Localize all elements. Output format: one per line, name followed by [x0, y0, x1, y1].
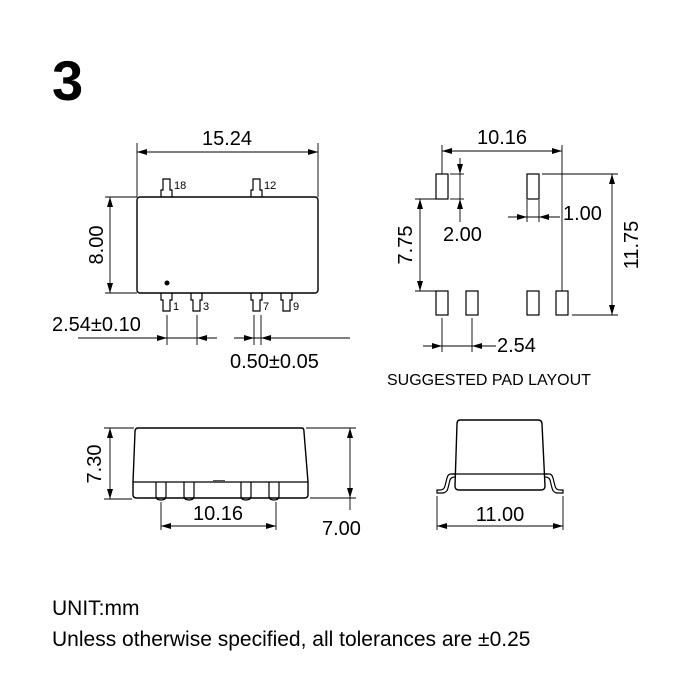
lead-span-dimension: 11.00 [476, 504, 525, 526]
body-height-dimension: 7.00 [322, 518, 361, 540]
pin-label-12: 12 [264, 180, 276, 192]
pad [465, 290, 479, 316]
outer-span-dimension: 11.75 [621, 221, 643, 270]
pad-width-dimension: 1.00 [563, 203, 602, 225]
pad [435, 290, 449, 316]
pad [555, 290, 569, 316]
pin-span-dimension: 10.16 [193, 503, 243, 525]
pin-pitch-dimension: 2.54±0.10 [52, 314, 141, 336]
overall-height-dimension: 7.30 [84, 445, 106, 484]
pin-label-1: 1 [173, 301, 179, 313]
inner-gap-dimension: 7.75 [395, 226, 417, 265]
pin1-marker [164, 280, 170, 286]
pad [435, 173, 449, 200]
pad [526, 173, 540, 200]
side-view: 7.30 7.00 10.16 [84, 427, 361, 540]
pad-height-dimension: 2.00 [443, 224, 482, 246]
end-view: 11.00 [436, 419, 564, 530]
standoff [213, 480, 225, 483]
package-body [136, 196, 319, 294]
pad-layout-caption: SUGGESTED PAD LAYOUT [387, 372, 591, 389]
unit-note: UNIT:mm [52, 597, 140, 620]
pin-label-18: 18 [174, 180, 186, 192]
figure-number: 3 [52, 49, 83, 112]
pad [526, 290, 540, 316]
pad-layout: 10.16 2.00 1.00 7.75 [387, 127, 643, 389]
pin-width-dimension: 0.50±0.05 [230, 351, 319, 373]
pad-span-dimension: 10.16 [477, 127, 527, 149]
pin-label-7: 7 [263, 301, 269, 313]
pad-pitch-dimension: 2.54 [497, 335, 536, 357]
width-dimension: 15.24 [202, 128, 252, 150]
pin-label-3: 3 [203, 301, 209, 313]
pin-label-9: 9 [293, 301, 299, 313]
height-dimension: 8.00 [86, 226, 108, 265]
tolerance-note: Unless otherwise specified, all toleranc… [52, 628, 531, 651]
top-view: 15.24 8.00 18 12 1 3 7 9 2.54±0.10 [52, 128, 350, 373]
